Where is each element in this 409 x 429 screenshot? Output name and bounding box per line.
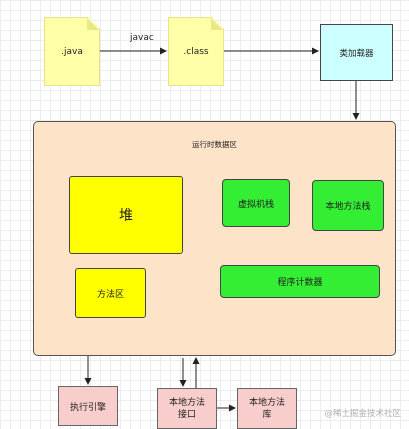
- runtime-data-area-label: 运行时数据区: [192, 140, 237, 149]
- heap-box: 堆: [69, 176, 183, 254]
- native-interface-box: 本地方法 接口: [157, 388, 217, 429]
- execution-engine-label: 执行引擎: [69, 402, 106, 413]
- java-label: .java: [61, 46, 83, 57]
- note-fold-icon: [211, 18, 223, 30]
- native-library-box: 本地方法 库: [237, 388, 297, 429]
- class-file-note: .class: [168, 17, 224, 86]
- class-label: .class: [183, 46, 209, 57]
- heap-label: 堆: [119, 208, 133, 224]
- execution-engine-box: 执行引擎: [58, 386, 118, 426]
- native-method-stack-box: 本地方法栈: [312, 180, 384, 231]
- native-method-stack-label: 本地方法栈: [325, 202, 371, 212]
- vm-stack-label: 虚拟机栈: [237, 199, 274, 210]
- class-loader-box: 类加载器: [320, 24, 393, 81]
- method-area-label: 方法区: [96, 289, 124, 300]
- note-fold-icon: [87, 18, 99, 30]
- method-area-box: 方法区: [75, 268, 146, 318]
- java-source-file-note: .java: [44, 17, 100, 86]
- javac-label: javac: [130, 33, 154, 43]
- vm-stack-box: 虚拟机栈: [222, 179, 290, 227]
- native-library-label: 本地方法 库: [248, 397, 285, 420]
- program-counter-label: 程序计数器: [277, 278, 323, 288]
- class-loader-label: 类加载器: [339, 48, 374, 59]
- watermark-text: @稀土掘金技术社区: [324, 409, 401, 419]
- native-interface-label: 本地方法 接口: [168, 397, 205, 420]
- program-counter-box: 程序计数器: [220, 265, 380, 298]
